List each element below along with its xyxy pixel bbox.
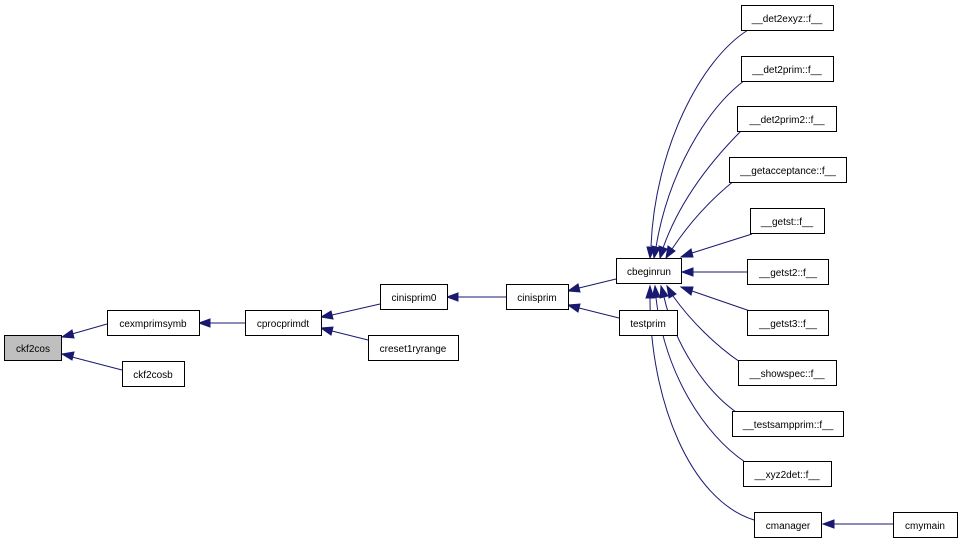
node-label: __det2prim::f__ [751, 65, 822, 76]
node-label: ckf2cos [16, 344, 50, 355]
node-det2prim[interactable]: __det2prim::f__ [741, 56, 834, 82]
node-xyz2det[interactable]: __xyz2det::f__ [743, 461, 832, 487]
node-det2prim2[interactable]: __det2prim2::f__ [737, 106, 837, 132]
node-getst2[interactable]: __getst2::f__ [747, 259, 829, 285]
edge-arrow [566, 303, 581, 313]
edge-arrow [566, 283, 581, 293]
edge-showspec-cbeginrun [672, 295, 741, 363]
node-label: cbeginrun [627, 267, 671, 278]
edge-arrow [821, 519, 835, 529]
node-label: __det2prim2::f__ [748, 115, 824, 126]
edge-det2prim-cbeginrun [655, 79, 746, 248]
node-label: cinisprim [517, 293, 556, 304]
edge-arrow [679, 248, 694, 258]
node-testsampprim[interactable]: __testsampprim::f__ [732, 411, 844, 437]
node-label: testprim [630, 319, 666, 330]
node-label: __getst::f__ [760, 217, 814, 228]
edge-arrow [680, 267, 694, 277]
node-cmymain[interactable]: cmymain [893, 512, 958, 538]
edge-det2prim2-cbeginrun [662, 129, 743, 249]
edge-ckf2cosb-ckf2cos [71, 356, 123, 371]
edges [60, 29, 893, 529]
node-cexmprimsymb[interactable]: cexmprimsymb [107, 310, 200, 336]
node-label: __testsampprim::f__ [742, 420, 834, 431]
node-label: __getst2::f__ [758, 268, 817, 279]
node-label: cprocprimdt [257, 319, 309, 330]
edge-arrow [60, 351, 75, 361]
edge-arrow [658, 245, 668, 260]
edge-cbeginrun-cinisprim [578, 278, 617, 289]
node-cbeginrun[interactable]: cbeginrun [616, 258, 682, 284]
edge-arrow [651, 284, 661, 299]
edge-arrow [679, 286, 694, 296]
node-cmanager[interactable]: cmanager [754, 512, 822, 538]
edge-testprim-cinisprim [578, 307, 620, 319]
edge-cinisprim0-cprocprimdt [331, 303, 381, 316]
edge-arrow [60, 329, 75, 339]
node-showspec[interactable]: __showspec::f__ [738, 360, 837, 386]
edge-arrow [659, 284, 669, 299]
node-label: cmymain [905, 521, 945, 532]
edge-det2exyz-cbeginrun [650, 29, 749, 247]
node-creset1ryrange[interactable]: creset1ryrange [368, 335, 459, 361]
edge-getst3-cbeginrun [691, 290, 751, 312]
node-ckf2cosb[interactable]: ckf2cosb [122, 361, 185, 387]
edge-getacceptance-cbeginrun [671, 179, 736, 250]
edge-arrow [319, 326, 334, 336]
node-cprocprimdt[interactable]: cprocprimdt [245, 310, 322, 336]
edge-arrow [197, 318, 211, 328]
node-label: __showspec::f__ [748, 369, 824, 380]
node-ckf2cos[interactable]: ckf2cos [4, 335, 62, 361]
node-label: ckf2cosb [133, 370, 173, 381]
node-getst[interactable]: __getst::f__ [750, 208, 825, 234]
node-testprim[interactable]: testprim [619, 310, 678, 336]
node-cinisprim0[interactable]: cinisprim0 [380, 284, 448, 310]
edge-arrow [319, 310, 334, 320]
node-label: cinisprim0 [391, 293, 436, 304]
edge-arrow [651, 245, 661, 260]
edge-cexmprimsymb-ckf2cos [71, 323, 108, 335]
edge-arrow [665, 245, 676, 260]
edge-arrow [645, 284, 655, 299]
edge-cmanager-cbeginrun [649, 297, 755, 521]
node-getacceptance[interactable]: __getacceptance::f__ [729, 157, 847, 183]
node-label: cmanager [766, 521, 811, 532]
edge-arrow [666, 284, 677, 299]
node-label: __getst3::f__ [758, 319, 817, 330]
node-label: creset1ryrange [380, 344, 447, 355]
node-det2exyz[interactable]: __det2exyz::f__ [741, 5, 834, 31]
node-getst3[interactable]: __getst3::f__ [747, 310, 829, 336]
edge-getst-cbeginrun [691, 233, 753, 254]
node-label: __getacceptance::f__ [739, 166, 836, 177]
node-cinisprim[interactable]: cinisprim [506, 284, 569, 310]
node-label: __xyz2det::f__ [753, 470, 819, 481]
edge-arrow [445, 292, 459, 302]
edge-creset1ryrange-cprocprimdt [331, 330, 369, 341]
node-label: cexmprimsymb [119, 319, 187, 330]
node-label: __det2exyz::f__ [751, 14, 823, 25]
